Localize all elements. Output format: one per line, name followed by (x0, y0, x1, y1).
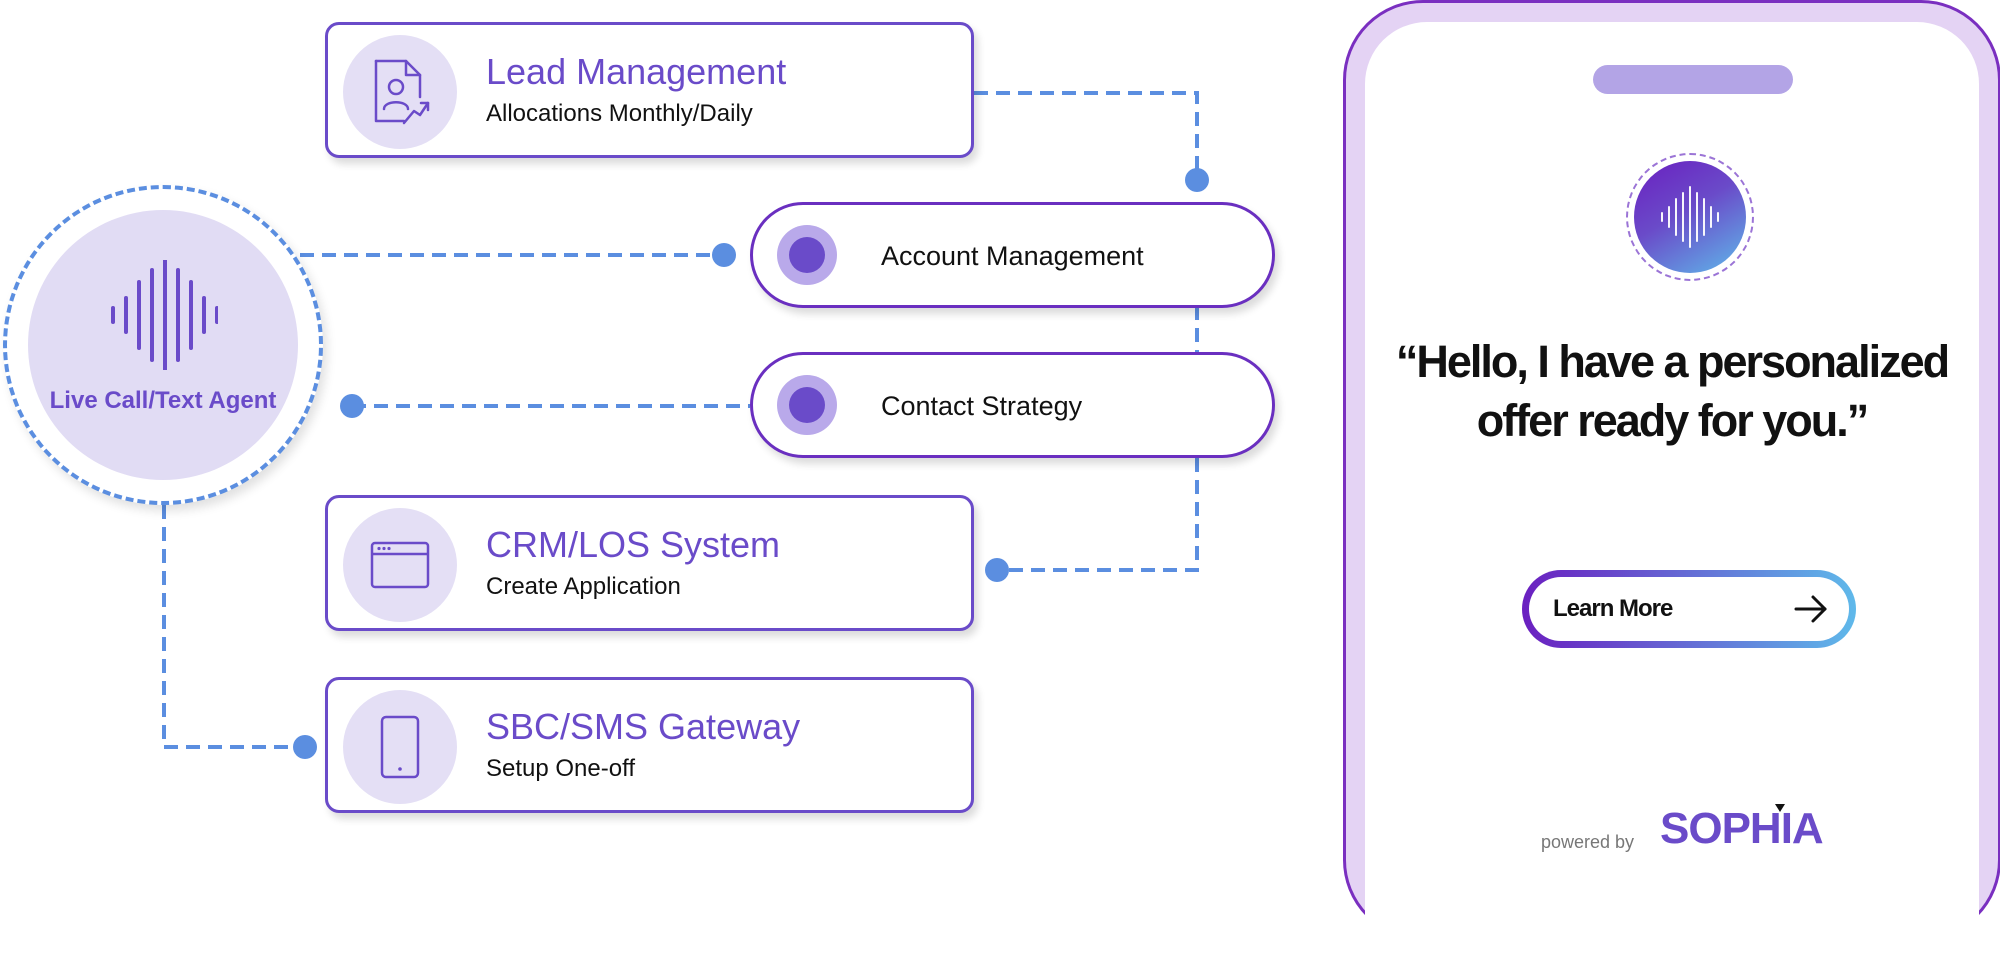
card-crm-los-system[interactable]: CRM/LOS System Create Application (325, 495, 974, 631)
connector-lead-to-account (974, 91, 1199, 180)
connector-contact-to-crm (997, 458, 1199, 572)
pill-contact-strategy[interactable]: Contact Strategy (750, 352, 1275, 458)
card-lead-management[interactable]: Lead Management Allocations Monthly/Dail… (325, 22, 974, 158)
live-agent-label: Live Call/Text Agent (49, 387, 277, 414)
card-subtitle: Create Application (486, 573, 681, 600)
connector-dot (985, 558, 1009, 582)
pill-label: Contact Strategy (881, 391, 1083, 421)
browser-window-icon (370, 541, 430, 589)
connector-dot (340, 394, 364, 418)
card-subtitle: Allocations Monthly/Daily (486, 100, 753, 127)
card-title: CRM/LOS System (486, 524, 781, 565)
card-icon-badge (343, 508, 457, 622)
powered-by-text: powered by (1541, 832, 1635, 852)
connector-dot (293, 735, 317, 759)
phone-screen: “Hello, I have a personalized offer read… (1365, 22, 1979, 977)
card-title: Lead Management (486, 51, 787, 92)
card-icon-badge (343, 35, 457, 149)
connector-dot (712, 243, 736, 267)
pill-dot-icon (777, 375, 837, 435)
learn-more-label: Learn More (1553, 595, 1673, 622)
live-agent-circle: Live Call/Text Agent (28, 210, 298, 480)
card-title: SBC/SMS Gateway (486, 706, 801, 747)
sophia-brand-logo: SOPHIA (1660, 804, 1824, 853)
pill-dot-icon (777, 225, 837, 285)
arrow-right-icon (1794, 595, 1827, 623)
connector-lines (162, 91, 1209, 759)
connector-agent-to-sms (162, 505, 305, 749)
live-agent-node: Live Call/Text Agent (3, 185, 323, 505)
document-user-chart-icon (374, 59, 430, 125)
card-subtitle: Setup One-off (486, 755, 635, 782)
phone-quote-text: “Hello, I have a personalized offer read… (1395, 336, 1950, 446)
phone-notch (1593, 65, 1793, 94)
card-icon-badge (343, 690, 457, 804)
card-sbc-sms-gateway[interactable]: SBC/SMS Gateway Setup One-off (325, 677, 974, 813)
phone-mockup: “Hello, I have a personalized offer read… (1343, 0, 2000, 977)
learn-more-button[interactable]: Learn More (1522, 570, 1856, 648)
pill-account-management[interactable]: Account Management (750, 202, 1275, 308)
sophia-voice-logo (1626, 153, 1754, 281)
voice-wave-icon (1661, 186, 1719, 248)
mobile-phone-icon (380, 715, 420, 779)
voice-wave-icon (111, 260, 218, 370)
connector-dot (1185, 168, 1209, 192)
pill-label: Account Management (881, 241, 1144, 271)
brand-caret-mark (1775, 804, 1785, 812)
